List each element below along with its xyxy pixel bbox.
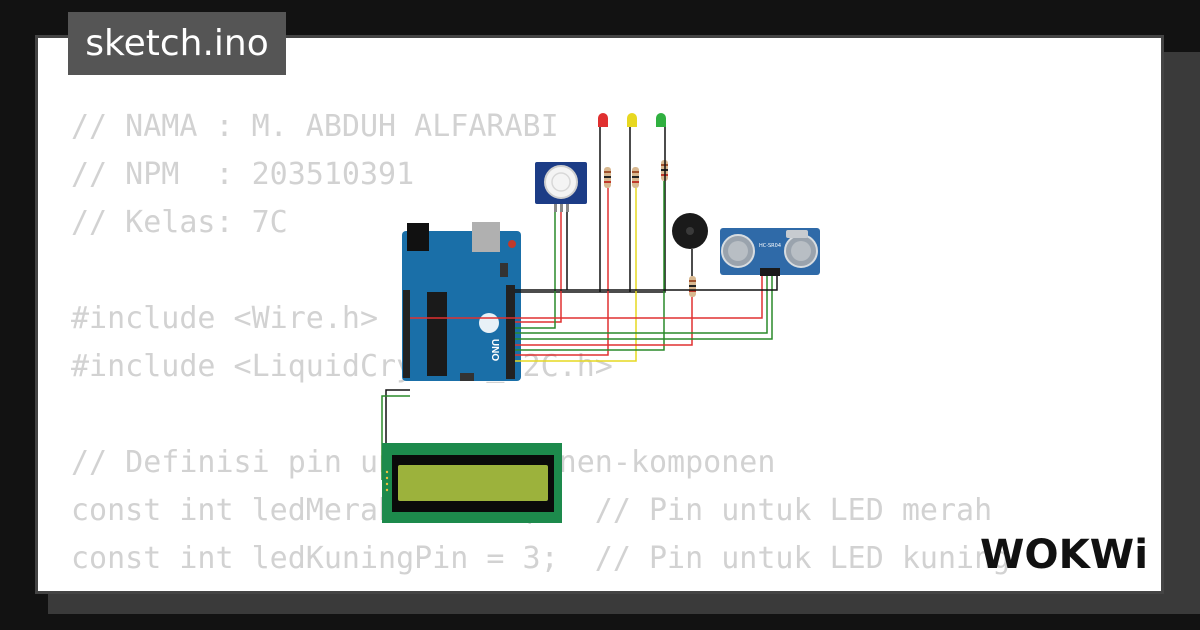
code-line: const int ledKuningPin = 3; // Pin untuk… — [71, 541, 1011, 576]
wire-red-led — [515, 188, 609, 356]
wokwi-logo: WOKWi — [980, 532, 1148, 578]
wire-yellow-led — [515, 188, 637, 362]
wire-pir-out — [515, 212, 556, 329]
resistor-buzzer[interactable] — [689, 276, 696, 297]
code-line: #include <Wire.h> — [71, 301, 379, 336]
board-name: UNO — [489, 339, 500, 361]
ultrasonic-sensor[interactable]: HC-SR04 — [720, 228, 820, 276]
led-red[interactable] — [598, 113, 608, 127]
lcd-display[interactable] — [382, 443, 562, 523]
wire-pir-signal — [515, 212, 562, 323]
code-line: // NAMA : M. ABDUH ALFARABI — [71, 109, 559, 144]
wokwi-logo-text: WOKWi — [980, 532, 1148, 578]
buzzer[interactable] — [672, 213, 708, 249]
wires — [381, 127, 778, 480]
resistor-yellow-led[interactable] — [632, 167, 639, 188]
wire-gnd-bus — [515, 127, 666, 293]
code-line: const int ledHijauPin = 4; // Pin untuk … — [71, 583, 1010, 591]
code-line: // Kelas: 7C — [71, 205, 288, 240]
wire-us-echo — [515, 276, 773, 340]
resistor-red-led[interactable] — [604, 167, 611, 188]
arduino-uno[interactable]: UNO — [402, 222, 521, 381]
pir-sensor[interactable] — [535, 162, 587, 212]
wire-us-gnd — [515, 276, 778, 291]
file-tab[interactable]: sketch.ino — [68, 12, 286, 75]
led-yellow[interactable] — [627, 113, 637, 127]
wire-buzzer-signal — [515, 297, 693, 346]
wire-green-led — [515, 181, 665, 351]
wire-us-trig — [515, 276, 768, 334]
file-tab-label: sketch.ino — [85, 23, 269, 64]
code-editor-text: // NAMA : M. ABDUH ALFARABI // NPM : 2035… — [71, 103, 1011, 591]
sensor-label: HC-SR04 — [759, 243, 781, 249]
led-green[interactable] — [656, 113, 666, 127]
code-line: // NPM : 203510391 — [71, 157, 415, 192]
